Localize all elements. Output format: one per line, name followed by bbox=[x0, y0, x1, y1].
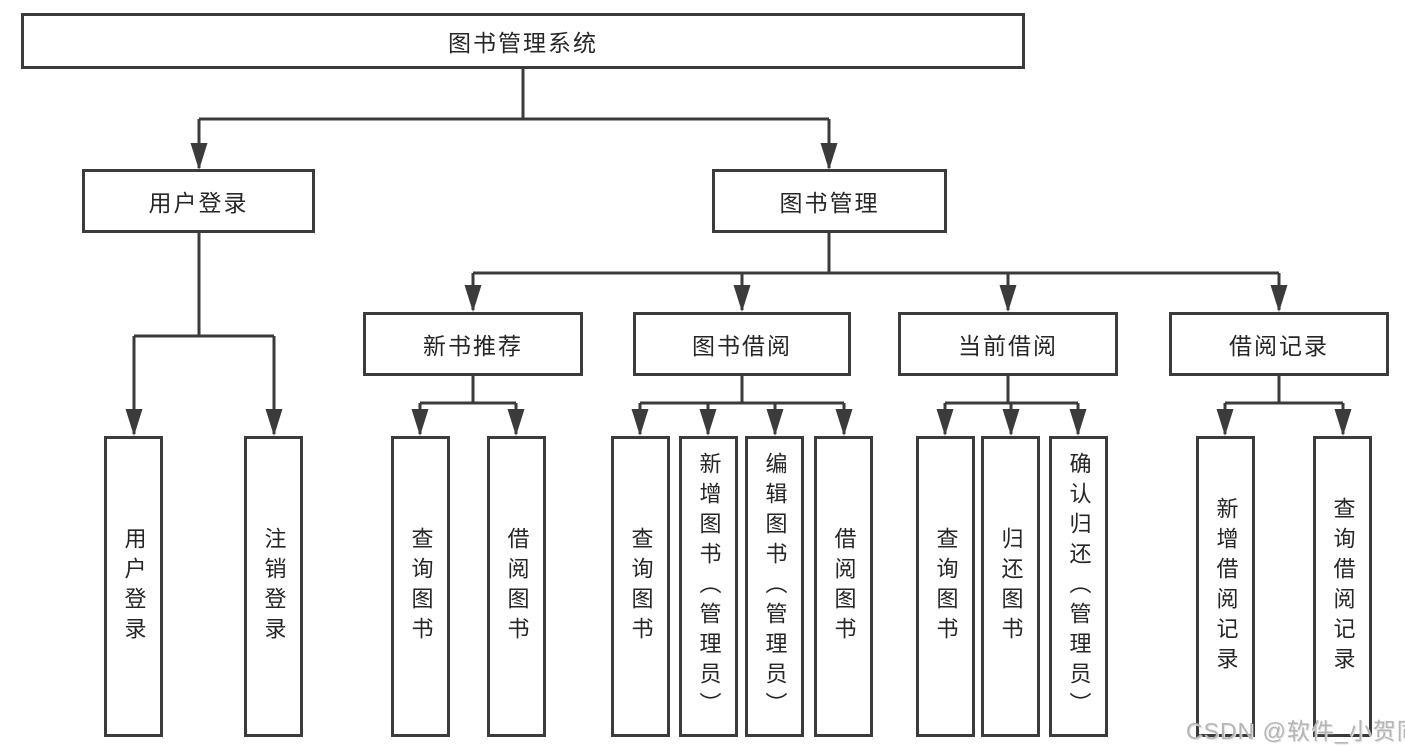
connector-book-borrow-branch bbox=[638, 376, 846, 434]
arrowhead-icon bbox=[699, 409, 717, 436]
node-label: 图书管理 bbox=[779, 190, 880, 216]
leaf-borrow-books: 借阅图书 bbox=[814, 436, 873, 737]
arrowhead-icon bbox=[1270, 285, 1288, 312]
leaf-label: 借阅图书 bbox=[504, 526, 530, 647]
connector-root-to-level1 bbox=[197, 69, 831, 168]
connector-user-login-branch bbox=[132, 233, 276, 434]
arrowheads bbox=[125, 143, 1352, 436]
connector-book-management-branch bbox=[471, 233, 1281, 310]
arrowhead-icon bbox=[766, 409, 784, 436]
leaf-edit-book-admin: 编辑图书（管理员） bbox=[745, 436, 804, 737]
node-user-login-branch: 用户登录 bbox=[82, 169, 315, 233]
node-label: 当前借阅 bbox=[958, 333, 1058, 359]
connector-new-book-branch bbox=[418, 376, 518, 434]
leaf-add-borrow-record: 新增借阅记录 bbox=[1196, 436, 1255, 737]
node-book-management-branch: 图书管理 bbox=[712, 169, 947, 233]
leaf-label: 注销登录 bbox=[261, 526, 287, 647]
arrowhead-icon bbox=[835, 409, 853, 436]
arrowhead-icon bbox=[190, 143, 208, 170]
node-label: 借阅记录 bbox=[1229, 333, 1329, 359]
leaf-label: 查询借阅记录 bbox=[1330, 496, 1356, 677]
leaf-add-book-admin: 新增图书（管理员） bbox=[679, 436, 738, 737]
leaf-logout: 注销登录 bbox=[244, 436, 303, 737]
leaf-label: 查询图书 bbox=[408, 526, 434, 647]
node-library-management-system: 图书管理系统 bbox=[21, 13, 1025, 69]
connector-borrow-record-branch bbox=[1223, 376, 1345, 434]
arrowhead-icon bbox=[507, 409, 525, 436]
leaf-borrow-books-recommend: 借阅图书 bbox=[487, 436, 546, 737]
arrowhead-icon bbox=[999, 285, 1017, 312]
arrowhead-icon bbox=[1216, 409, 1234, 436]
arrowhead-icon bbox=[1002, 409, 1020, 436]
leaf-label: 编辑图书（管理员） bbox=[762, 451, 788, 722]
leaf-label: 借阅图书 bbox=[831, 526, 857, 647]
arrowhead-icon bbox=[464, 285, 482, 312]
node-borrow-records: 借阅记录 bbox=[1169, 312, 1389, 376]
leaf-label: 用户登录 bbox=[121, 526, 147, 647]
leaf-query-borrow-record: 查询借阅记录 bbox=[1313, 436, 1372, 737]
leaf-label: 归还图书 bbox=[998, 526, 1024, 647]
connector-paths bbox=[132, 69, 1345, 434]
leaf-return-book: 归还图书 bbox=[981, 436, 1040, 737]
leaf-label: 新增图书（管理员） bbox=[696, 451, 722, 722]
watermark: CSDN @软件_小贺同学 bbox=[1186, 718, 1405, 744]
node-current-borrow: 当前借阅 bbox=[898, 312, 1118, 376]
leaf-user-login: 用户登录 bbox=[104, 436, 163, 737]
leaf-label: 查询图书 bbox=[628, 526, 654, 647]
arrowhead-icon bbox=[1334, 409, 1352, 436]
arrowhead-icon bbox=[631, 409, 649, 436]
leaf-query-books-borrow: 查询图书 bbox=[611, 436, 670, 737]
leaf-label: 查询图书 bbox=[933, 526, 959, 647]
leaf-query-books-recommend: 查询图书 bbox=[391, 436, 450, 737]
arrowhead-icon bbox=[125, 409, 143, 436]
node-label: 图书借阅 bbox=[692, 333, 792, 359]
leaf-label: 新增借阅记录 bbox=[1213, 496, 1239, 677]
leaf-query-books-current: 查询图书 bbox=[916, 436, 975, 737]
node-label: 新书推荐 bbox=[423, 333, 523, 359]
arrowhead-icon bbox=[733, 285, 751, 312]
node-new-book-recommend: 新书推荐 bbox=[363, 312, 583, 376]
node-label: 用户登录 bbox=[148, 190, 249, 216]
arrowhead-icon bbox=[936, 409, 954, 436]
arrowhead-icon bbox=[411, 409, 429, 436]
node-label: 图书管理系统 bbox=[448, 30, 598, 56]
arrowhead-icon bbox=[1069, 409, 1087, 436]
arrowhead-icon bbox=[820, 143, 838, 170]
arrowhead-icon bbox=[265, 409, 283, 436]
leaf-confirm-return-admin: 确认归还（管理员） bbox=[1049, 436, 1108, 737]
node-book-borrow: 图书借阅 bbox=[633, 312, 851, 376]
leaf-label: 确认归还（管理员） bbox=[1066, 451, 1092, 722]
